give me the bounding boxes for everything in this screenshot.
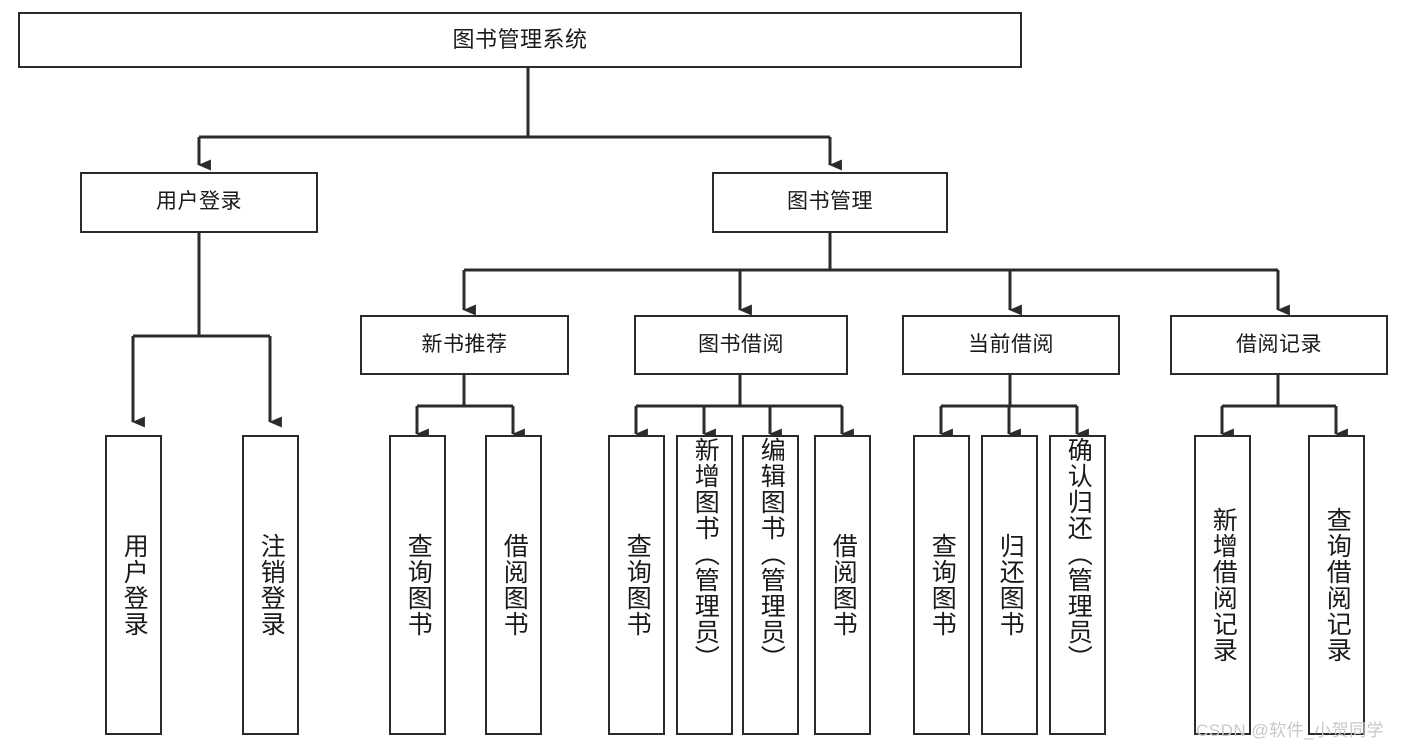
node-leaf-edit-book[interactable]: 编辑图书（管理员） xyxy=(742,435,799,735)
node-label: 新增图书（管理员） xyxy=(691,437,720,671)
node-leaf-query-record[interactable]: 查询借阅记录 xyxy=(1308,435,1365,735)
node-new-book-recommend[interactable]: 新书推荐 xyxy=(360,315,569,375)
node-root-system[interactable]: 图书管理系统 xyxy=(18,12,1022,68)
node-label: 查询图书 xyxy=(404,533,433,637)
node-leaf-confirm-return[interactable]: 确认归还（管理员） xyxy=(1049,435,1106,735)
node-label: 借阅记录 xyxy=(1236,332,1322,356)
node-label: 新书推荐 xyxy=(421,332,508,356)
node-book-manage[interactable]: 图书管理 xyxy=(712,172,948,233)
watermark-text: CSDN @软件_小贺同学 xyxy=(1196,721,1385,740)
node-leaf-add-book[interactable]: 新增图书（管理员） xyxy=(676,435,733,735)
node-label: 查询图书 xyxy=(623,533,652,637)
node-leaf-borrow-book-2[interactable]: 借阅图书 xyxy=(814,435,871,735)
node-book-borrow[interactable]: 图书借阅 xyxy=(634,315,848,375)
node-leaf-user-login[interactable]: 用户登录 xyxy=(105,435,162,735)
node-label: 查询借阅记录 xyxy=(1323,507,1352,663)
node-label: 图书管理 xyxy=(787,190,873,214)
node-leaf-query-book-3[interactable]: 查询图书 xyxy=(913,435,970,735)
node-leaf-query-book-2[interactable]: 查询图书 xyxy=(608,435,665,735)
node-label: 用户登录 xyxy=(120,533,149,637)
node-leaf-add-record[interactable]: 新增借阅记录 xyxy=(1194,435,1251,735)
node-leaf-query-book-1[interactable]: 查询图书 xyxy=(389,435,446,735)
node-label: 确认归还（管理员） xyxy=(1064,437,1093,671)
node-label: 查询图书 xyxy=(928,533,957,637)
node-label: 图书借阅 xyxy=(698,332,784,356)
node-leaf-return-book[interactable]: 归还图书 xyxy=(981,435,1038,735)
node-label: 借阅图书 xyxy=(500,533,529,637)
node-label: 借阅图书 xyxy=(829,533,858,637)
node-label: 当前借阅 xyxy=(968,332,1054,356)
node-label: 图书管理系统 xyxy=(452,27,588,53)
node-label: 用户登录 xyxy=(156,190,242,214)
node-label: 归还图书 xyxy=(996,533,1025,637)
node-label: 新增借阅记录 xyxy=(1209,507,1238,663)
node-label: 注销登录 xyxy=(257,533,286,637)
node-leaf-logout[interactable]: 注销登录 xyxy=(242,435,299,735)
node-current-borrow[interactable]: 当前借阅 xyxy=(902,315,1120,375)
node-label: 编辑图书（管理员） xyxy=(757,437,786,671)
node-borrow-record[interactable]: 借阅记录 xyxy=(1170,315,1388,375)
node-leaf-borrow-book-1[interactable]: 借阅图书 xyxy=(485,435,542,735)
node-user-login[interactable]: 用户登录 xyxy=(80,172,318,233)
